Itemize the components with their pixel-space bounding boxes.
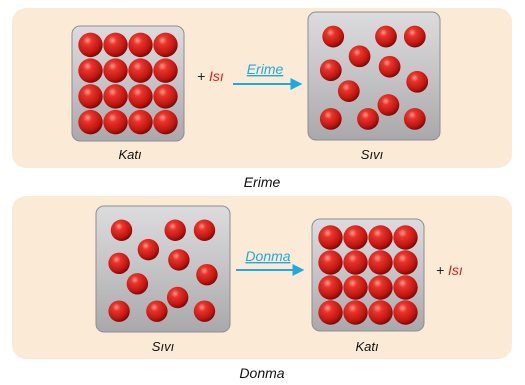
container-box <box>71 25 185 142</box>
particle <box>319 59 342 82</box>
particle <box>103 32 128 58</box>
particle <box>193 300 216 322</box>
melting-arrow-label: Erime <box>247 61 284 77</box>
particle <box>193 219 216 241</box>
particle <box>343 275 368 300</box>
particle <box>108 300 130 322</box>
particle <box>393 275 418 300</box>
particle <box>196 263 218 286</box>
melting-heat-plus: + <box>197 68 205 84</box>
particle <box>368 225 393 250</box>
particle <box>377 94 400 116</box>
melting-heat-word: Isı <box>209 68 224 84</box>
particle <box>318 225 343 250</box>
container-box <box>311 218 425 332</box>
container-box <box>95 205 231 333</box>
particle <box>319 108 342 130</box>
particle <box>137 238 160 261</box>
freezing-heat-plus: + <box>436 262 444 278</box>
particle <box>318 250 343 275</box>
particle <box>78 58 103 83</box>
melting-left-label: Katı <box>118 147 142 162</box>
melting-right-label: Sıvı <box>361 147 384 162</box>
freezing-right-box <box>311 218 425 332</box>
particle <box>357 108 379 130</box>
particle <box>406 70 429 93</box>
particle <box>128 32 153 58</box>
particle <box>348 45 371 68</box>
particle <box>128 84 153 109</box>
particle <box>368 275 393 300</box>
particle <box>343 300 368 325</box>
melting-left-box <box>71 25 185 142</box>
freezing-panel: Donma + Isı Sıvı Katı <box>12 196 512 359</box>
particle <box>168 249 190 271</box>
particle <box>153 109 178 135</box>
particle <box>166 286 189 309</box>
particle <box>126 273 149 295</box>
particle <box>103 84 128 109</box>
particle <box>128 58 153 83</box>
particle <box>343 225 368 250</box>
particle <box>393 250 418 275</box>
melting-right-box <box>307 11 441 141</box>
particle <box>378 55 401 78</box>
particle <box>164 219 186 241</box>
particle <box>78 32 103 58</box>
particle <box>153 84 178 109</box>
particle <box>337 80 360 102</box>
particle <box>128 109 153 135</box>
particle <box>78 109 103 135</box>
freezing-arrow-label: Donma <box>245 248 290 264</box>
freezing-right-label: Katı <box>355 339 379 354</box>
particle <box>403 25 426 48</box>
melting-caption: Erime <box>244 174 281 190</box>
particle <box>393 300 418 325</box>
freezing-left-label: Sıvı <box>152 339 175 354</box>
freezing-heat-word: Isı <box>448 262 463 278</box>
particle <box>146 300 168 322</box>
particle <box>343 250 368 275</box>
particle <box>322 25 345 48</box>
particle <box>78 84 103 109</box>
particle <box>368 300 393 325</box>
particle <box>393 225 418 250</box>
particle <box>153 58 178 83</box>
melting-panel: + Isı Erime Katı Sıvı <box>12 8 512 168</box>
particle <box>153 32 178 58</box>
particle <box>375 25 397 48</box>
freezing-left-box <box>95 205 231 333</box>
particle <box>368 250 393 275</box>
particle <box>110 219 133 241</box>
particle <box>318 275 343 300</box>
particle <box>108 252 130 275</box>
particle <box>403 108 426 130</box>
particle <box>318 300 343 325</box>
freezing-caption: Donma <box>239 365 284 381</box>
particle <box>103 109 128 135</box>
particle <box>103 58 128 83</box>
